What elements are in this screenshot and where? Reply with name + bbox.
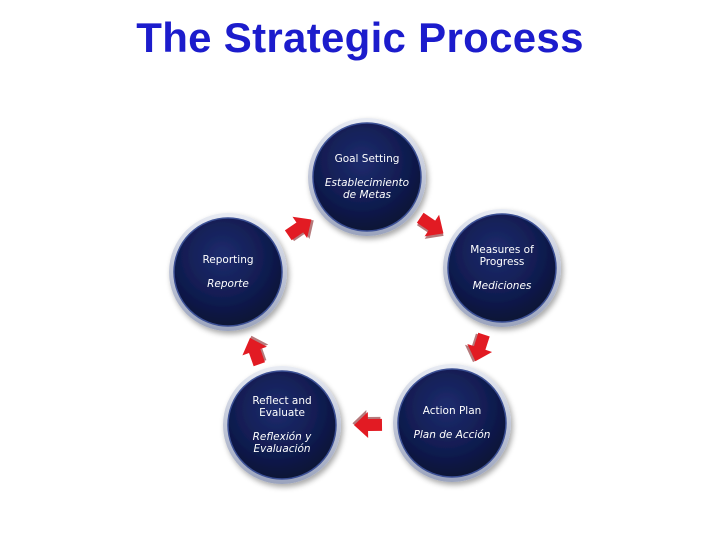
- cycle-node-disc: [312, 122, 422, 232]
- node-label-spanish: Mediciones: [473, 280, 532, 292]
- node-label-spanish: Evaluación: [253, 443, 310, 455]
- cycle-node-disc: [227, 370, 337, 480]
- cycle-node-disc: [447, 213, 557, 323]
- node-label-english: Evaluate: [259, 407, 305, 419]
- node-label-spanish: Establecimiento: [325, 177, 409, 189]
- node-label-english: Reflect and: [252, 395, 311, 407]
- red-cycle-arrow-icon: [464, 332, 493, 363]
- node-label-english: Action Plan: [423, 405, 482, 417]
- cycle-node-disc: [173, 217, 283, 327]
- page-title: The Strategic Process: [136, 14, 584, 61]
- node-label-spanish: de Metas: [343, 189, 392, 201]
- node-label-spanish: Plan de Acción: [414, 429, 491, 441]
- red-cycle-arrow-icon: [352, 410, 383, 439]
- node-label-english: Reporting: [202, 254, 253, 266]
- red-cycle-arrow-icon: [242, 335, 269, 367]
- node-label-spanish: Reflexión y: [253, 431, 313, 443]
- node-label-english: Progress: [480, 256, 525, 268]
- node-label-english: Goal Setting: [335, 153, 400, 165]
- node-label-english: Measures of: [470, 244, 534, 256]
- cycle-node-disc: [397, 368, 507, 478]
- red-cycle-arrow-icon: [284, 216, 314, 242]
- red-cycle-arrow-icon: [416, 212, 444, 239]
- node-label-spanish: Reporte: [207, 278, 249, 290]
